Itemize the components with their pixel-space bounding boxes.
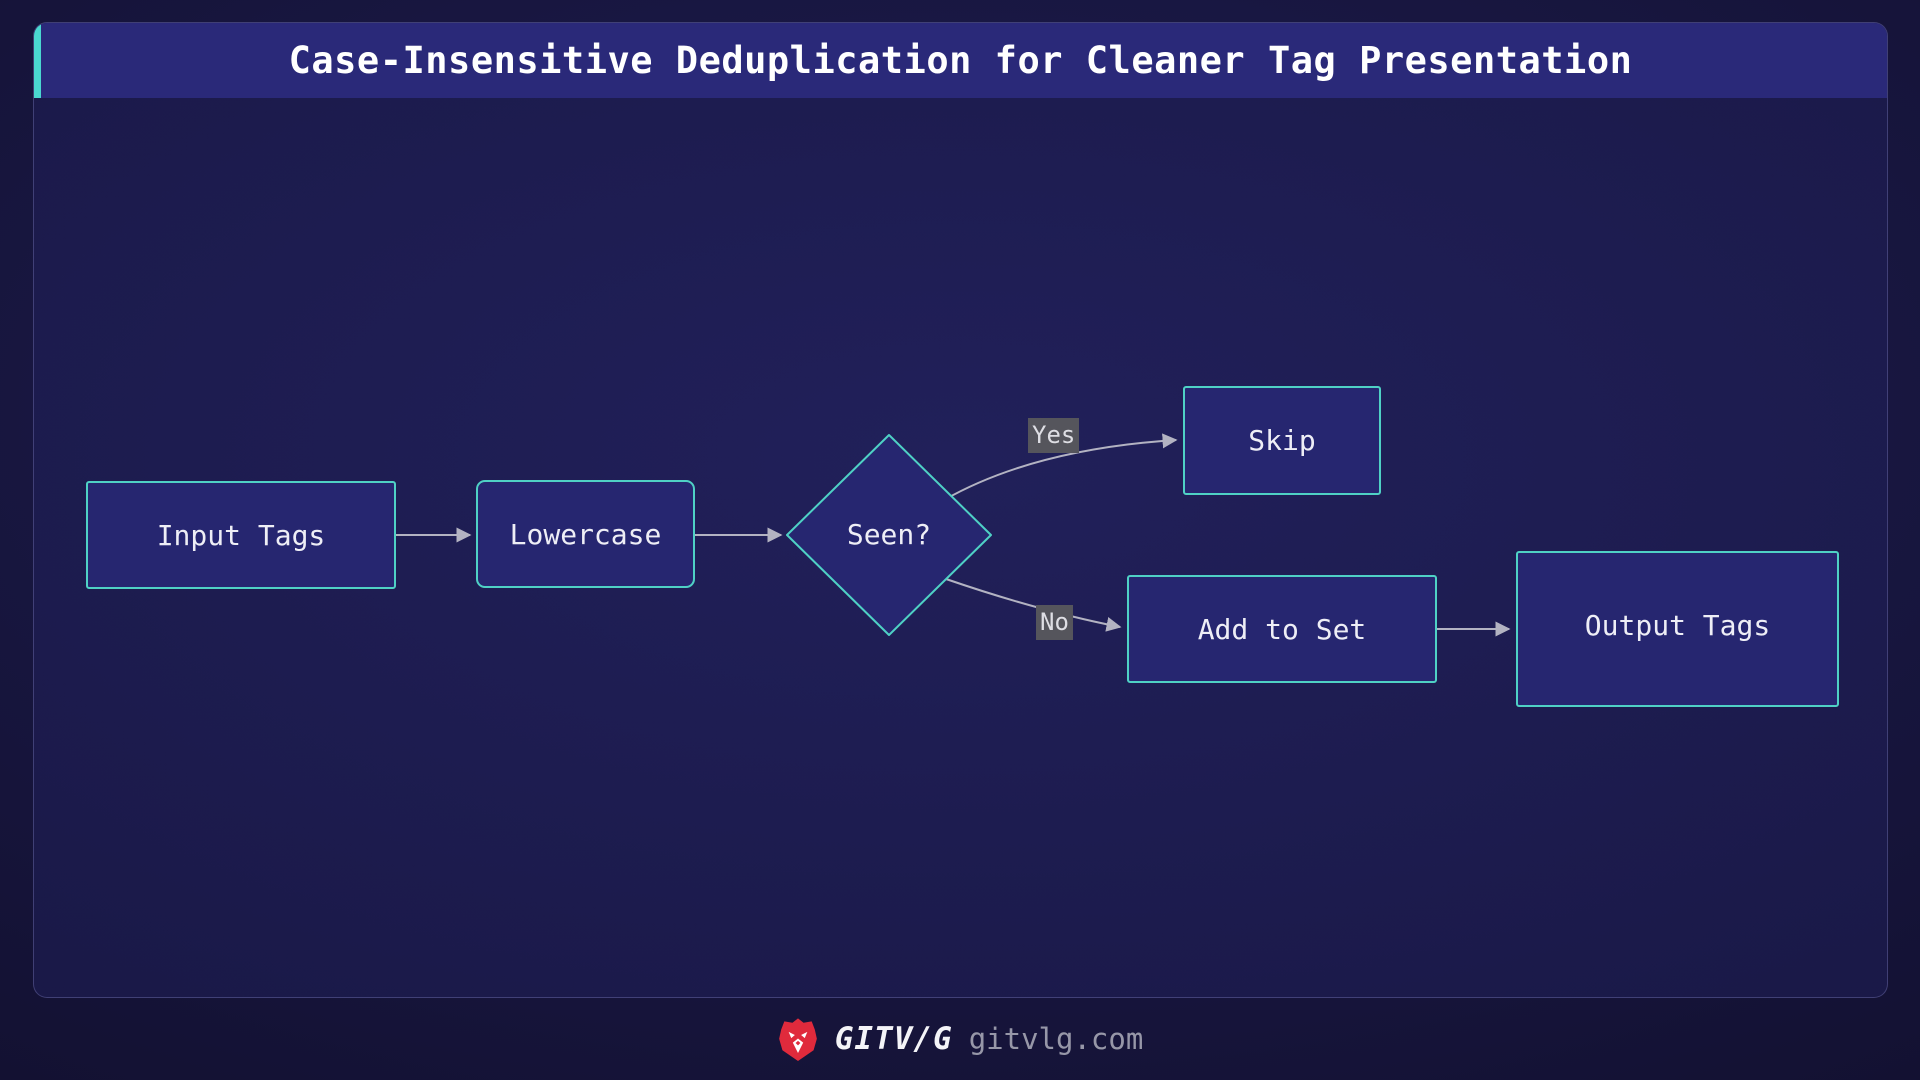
diagram-canvas: Input Tags Lowercase Seen? Skip Add to S…	[34, 23, 1887, 997]
edge-seen-yes-to-skip	[943, 433, 1178, 501]
edge-seen-no-to-addtoset	[945, 578, 1122, 632]
edge-label-yes: Yes	[1028, 418, 1080, 453]
brand-site: gitvlg.com	[968, 1022, 1144, 1056]
edge-label-no: No	[1036, 605, 1073, 640]
flow-node-skip: Skip	[1183, 386, 1381, 495]
flow-node-label: Output Tags	[1584, 609, 1771, 642]
decision-seen-label: Seen?	[846, 518, 932, 551]
flow-node-output-tags: Output Tags	[1516, 551, 1839, 707]
flow-edges-layer	[396, 433, 1511, 637]
page-title: Case-Insensitive Deduplication for Clean…	[288, 39, 1633, 82]
flow-node-input-tags: Input Tags	[86, 481, 396, 589]
flow-node-lowercase: Lowercase	[476, 480, 695, 588]
flow-node-label: Lowercase	[509, 517, 662, 551]
flow-node-add-to-set: Add to Set	[1127, 575, 1437, 683]
title-bar: Case-Insensitive Deduplication for Clean…	[34, 23, 1887, 98]
flow-node-label: Skip	[1248, 424, 1316, 457]
lion-icon	[778, 1017, 817, 1061]
decision-seen-diamond	[786, 434, 992, 636]
footer: GITV/G gitvlg.com	[0, 998, 1920, 1080]
header-accent-bar	[34, 23, 41, 98]
flow-node-label: Add to Set	[1197, 612, 1367, 646]
flow-node-label: Input Tags	[156, 518, 326, 552]
brand-name: GITV/G	[834, 1021, 953, 1057]
content-card: Case-Insensitive Deduplication for Clean…	[33, 22, 1888, 998]
